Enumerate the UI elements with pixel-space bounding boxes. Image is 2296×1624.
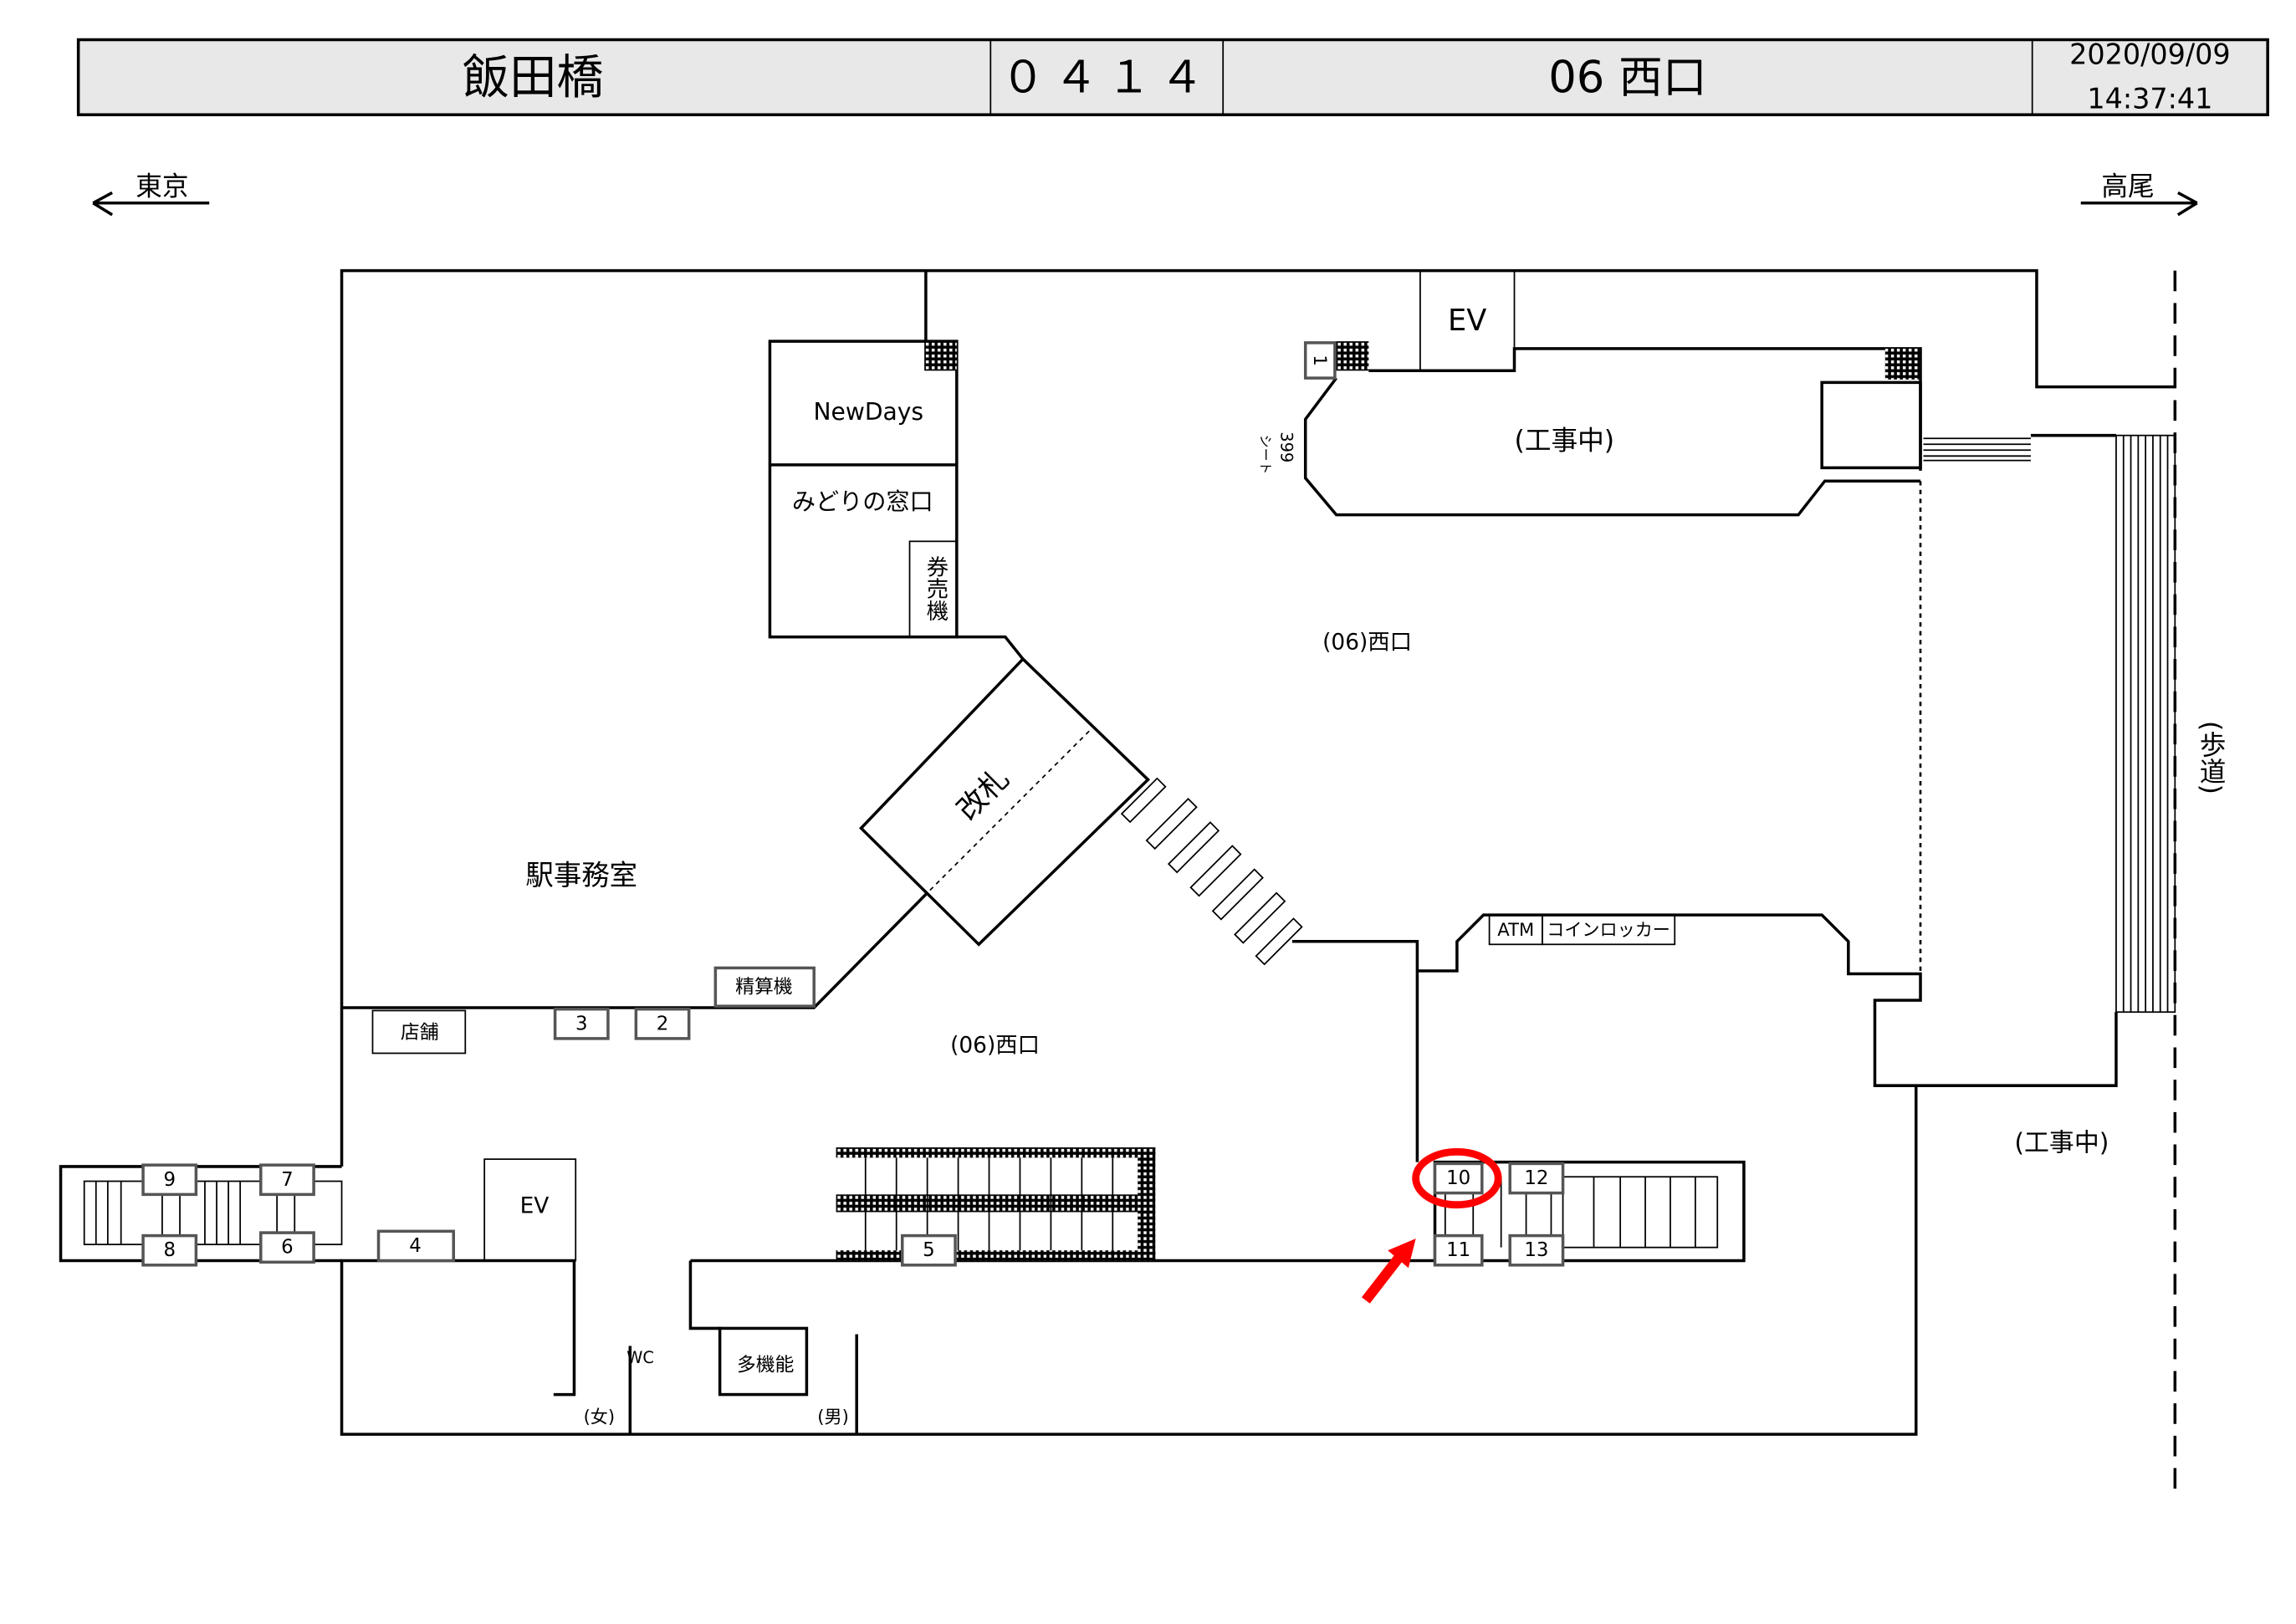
newdays-shop: NewDays みどりの窓口 券売機 [768, 340, 959, 639]
elevator-label: EV [1448, 304, 1486, 338]
spot-9[interactable]: 9 [163, 1169, 176, 1191]
spot-11[interactable]: 11 [1446, 1239, 1470, 1261]
elevator-label: EV [520, 1193, 550, 1218]
construction-label: (工事中) [1514, 426, 1614, 457]
sidewalk-stairs [1923, 434, 2176, 1014]
station-code: ０４１４ [1001, 53, 1213, 104]
crosswalk-stripes [1120, 777, 1303, 966]
fare-adjust-label: 精算機 [735, 976, 793, 998]
seat-label: シート [1258, 435, 1274, 475]
construction-label: (工事中) [2014, 1128, 2109, 1157]
spot-13[interactable]: 13 [1524, 1239, 1548, 1261]
header-bar: 飯田橋 ０４１４ 06 西口 2020/09/09 14:37:41 [76, 38, 2269, 116]
date-text: 2020/09/09 [2069, 38, 2231, 71]
station-office-label: 駅事務室 [525, 859, 637, 891]
ticket-gate: 改札 [859, 656, 1151, 947]
spot-5[interactable]: 5 [923, 1239, 935, 1261]
sidewalk-label: (歩道) [2196, 721, 2226, 794]
newdays-label: NewDays [814, 398, 924, 426]
spot-8[interactable]: 8 [163, 1239, 176, 1261]
stairs-right [1433, 1160, 1746, 1263]
midori-label: みどりの窓口 [792, 488, 933, 515]
time-text: 14:37:41 [2087, 82, 2212, 115]
spot-12[interactable]: 12 [1524, 1167, 1548, 1189]
male-toilet-label: (男) [817, 1406, 849, 1427]
atm-label: ATM [1497, 919, 1534, 940]
highlight-arrow-icon [1361, 1251, 1405, 1304]
direction-left-label: 東京 [136, 171, 188, 202]
direction-left: 東京 [92, 171, 210, 217]
spot-2[interactable]: 2 [657, 1013, 669, 1034]
construction-area-upper: EV (工事中) 399 シート [1258, 269, 1922, 475]
stairs-left [59, 1165, 343, 1263]
ticket-machine-label: 券売機 [922, 555, 948, 621]
direction-right: 高尾 [2080, 171, 2198, 217]
spot-10[interactable]: 10 [1446, 1167, 1470, 1189]
spot-4[interactable]: 4 [409, 1235, 422, 1257]
stairs-center [836, 1147, 1156, 1261]
wc-label: WC [626, 1348, 654, 1367]
spot-3[interactable]: 3 [575, 1013, 588, 1034]
atm-locker: ATM コインロッカー [1488, 914, 1676, 946]
svg-text:(歩道): (歩道) [2196, 721, 2226, 794]
spot-markers: 1 2 3 4 5 6 7 8 9 10 11 12 13 [141, 341, 1565, 1267]
facilities: 精算機 店舗 EV 多機能 WC (女) (男) [371, 966, 849, 1427]
west-exit-label: (06)西口 [1322, 631, 1412, 656]
highlight-circle [1412, 1147, 1502, 1209]
spot-1[interactable]: 1 [1310, 355, 1331, 365]
gate-label: 改札 [950, 762, 1016, 828]
multi-toilet-label: 多機能 [737, 1354, 795, 1376]
shop-label: 店舗 [401, 1022, 439, 1044]
spot-7[interactable]: 7 [281, 1169, 294, 1191]
exit-name: 06 西口 [1548, 53, 1706, 104]
coin-locker-label: コインロッカー [1547, 919, 1670, 940]
female-toilet-label: (女) [584, 1406, 616, 1427]
spot-6[interactable]: 6 [281, 1237, 294, 1259]
west-exit-label: (06)西口 [950, 1034, 1040, 1059]
arrow-head-icon [1388, 1238, 1416, 1269]
direction-right-label: 高尾 [2101, 171, 2154, 202]
highlight-marker [1361, 1147, 1502, 1304]
station-name: 飯田橋 [463, 51, 604, 105]
seat-number-label: 399 [1276, 432, 1296, 462]
